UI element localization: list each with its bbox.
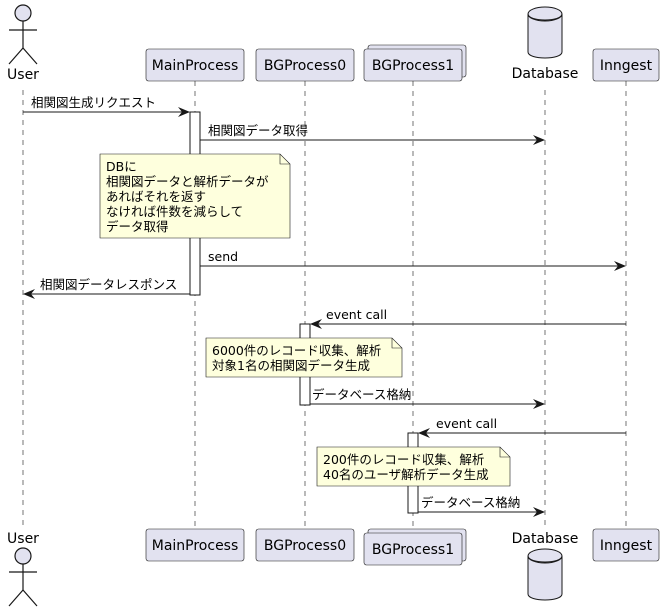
database-icon xyxy=(527,548,563,601)
actor-icon xyxy=(8,4,38,65)
database-icon xyxy=(527,6,563,59)
note-main: DBに 相関図データと解析データが あればそれを返す なければ件数を減らして デ… xyxy=(99,153,291,239)
participant-bg0-top: BGProcess0 xyxy=(255,48,355,82)
participant-db-top: Database xyxy=(512,6,579,82)
message-label: send xyxy=(208,249,238,264)
actor-user-top: User xyxy=(7,4,39,83)
participant-label-user: User xyxy=(7,531,39,547)
note-bg0: 6000件のレコード収集、解析 対象1名の相関図データ生成 xyxy=(205,337,403,378)
participant-main-top: MainProcess xyxy=(145,48,245,82)
message-4: 相関図データレスポンス xyxy=(23,277,190,299)
message-1: 相関図生成リクエスト xyxy=(23,95,190,117)
message-2: 相関図データ取得 xyxy=(200,123,545,145)
participant-label-inngest: Inngest xyxy=(600,58,653,74)
note-bg1: 200件のレコード収集、解析 40名のユーザ解析データ生成 xyxy=(316,446,511,487)
note-line: 相関図データと解析データが xyxy=(106,174,269,189)
participant-label-bg0: BGProcess0 xyxy=(264,538,346,554)
participant-label-inngest: Inngest xyxy=(600,538,653,554)
participant-label-bg0: BGProcess0 xyxy=(264,58,346,74)
participant-label-bg1: BGProcess1 xyxy=(372,58,454,74)
participant-label-main: MainProcess xyxy=(152,58,239,74)
message-label: 相関図生成リクエスト xyxy=(31,95,156,110)
participant-bg1-bottom: BGProcess1 xyxy=(363,528,467,566)
notes: DBに 相関図データと解析データが あればそれを返す なければ件数を減らして デ… xyxy=(99,153,511,487)
note-line: あればそれを返す xyxy=(106,189,206,204)
participant-label-main: MainProcess xyxy=(152,538,239,554)
participant-label-db: Database xyxy=(512,66,579,82)
message-label: 相関図データレスポンス xyxy=(40,277,177,292)
participants-bottom: User MainProcess BGProcess0 BGProcess1 D… xyxy=(7,528,660,607)
participant-inngest-top: Inngest xyxy=(592,48,660,82)
note-line: 200件のレコード収集、解析 xyxy=(323,452,484,467)
note-line: 40名のユーザ解析データ生成 xyxy=(323,467,489,482)
message-label: event call xyxy=(326,307,387,322)
message-3: send xyxy=(200,249,626,271)
note-line: 6000件のレコード収集、解析 xyxy=(212,343,381,358)
message-label: データベース格納 xyxy=(421,495,520,510)
participant-main-bottom: MainProcess xyxy=(145,528,245,562)
participants-top: User MainProcess BGProcess0 BGProcess1 D… xyxy=(7,4,660,83)
lifelines xyxy=(22,81,627,527)
actor-icon xyxy=(8,547,38,607)
note-line: DBに xyxy=(106,159,137,174)
participant-bg1-top: BGProcess1 xyxy=(363,44,467,82)
participant-label-user: User xyxy=(7,67,39,83)
message-7: event call xyxy=(418,416,626,438)
participant-bg0-bottom: BGProcess0 xyxy=(255,528,355,562)
actor-user-bottom: User xyxy=(7,531,39,607)
message-8: データベース格納 xyxy=(418,495,545,517)
participant-inngest-bottom: Inngest xyxy=(592,528,660,562)
message-label: event call xyxy=(436,416,497,431)
participant-label-bg1: BGProcess1 xyxy=(372,542,454,558)
message-5: event call xyxy=(310,307,626,329)
note-line: 対象1名の相関図データ生成 xyxy=(212,358,370,373)
note-line: なければ件数を減らして xyxy=(106,204,243,219)
note-line: データ取得 xyxy=(106,219,169,234)
participant-label-db: Database xyxy=(512,531,579,547)
messages: 相関図生成リクエスト 相関図データ取得 send 相関図データレスポンス eve… xyxy=(23,95,626,517)
message-label: データベース格納 xyxy=(312,387,411,402)
participant-db-bottom: Database xyxy=(512,531,579,601)
message-6: データベース格納 xyxy=(310,387,545,409)
message-label: 相関図データ取得 xyxy=(208,123,308,138)
